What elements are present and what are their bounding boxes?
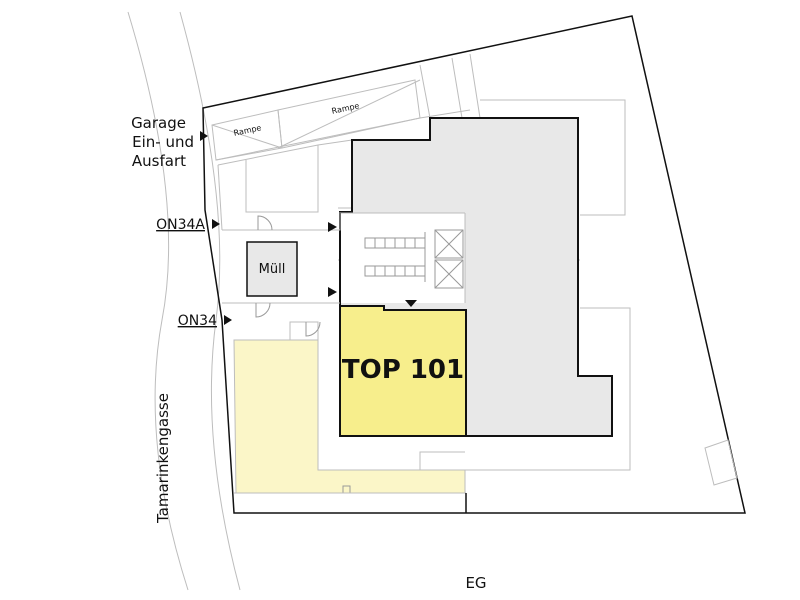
- entrance-label-on34a: ON34A: [156, 217, 205, 233]
- entrance-hall: [222, 212, 341, 231]
- garage-divider-3: [469, 53, 481, 119]
- garage-label-line-3: Ausfart: [132, 152, 186, 170]
- on34a-arrow: [212, 219, 220, 229]
- terrace-edge: [318, 451, 465, 471]
- door-swing-bottom: [255, 302, 271, 318]
- garage-edge: [217, 164, 223, 231]
- on34-arrow: [224, 315, 232, 325]
- hall-arrow-top: [328, 222, 337, 232]
- ramp-left-label: Rampe: [233, 123, 262, 138]
- unit-top-101: [339, 305, 467, 437]
- garage-label-line-1: Garage: [131, 114, 186, 132]
- stairs: [364, 232, 426, 282]
- lower-level-outline-2: [465, 307, 631, 471]
- hall-arrow-bottom: [328, 287, 337, 297]
- floor-label: EG: [465, 574, 486, 592]
- muell-room: [246, 241, 298, 297]
- door-swing-top: [257, 215, 273, 231]
- garage-divider-2: [451, 57, 463, 119]
- ramp-left-diagonal: [211, 124, 283, 149]
- ramp-right-diagonal: [277, 79, 421, 149]
- elevator: [434, 229, 464, 289]
- muell-label: Müll: [259, 262, 286, 277]
- garage-label-line-2: Ein- und: [132, 133, 194, 151]
- garden-door: [305, 321, 321, 337]
- entrance-label-on34: ON34: [178, 313, 217, 329]
- ramp-wall: [215, 109, 471, 161]
- garage-bay: [245, 145, 319, 213]
- street-label: Tamarinkengasse: [154, 393, 172, 524]
- garage-arrow: [200, 131, 208, 141]
- street-edge-inner: [179, 11, 241, 591]
- unit-label: TOP 101: [342, 355, 464, 385]
- plot-outline: [202, 15, 746, 514]
- lower-level-outline: [480, 99, 626, 216]
- ramp-right-label: Rampe: [331, 101, 360, 116]
- garden-inner-wall: [289, 321, 319, 340]
- street-edge-outer: [127, 11, 189, 591]
- garage-outline: [217, 139, 353, 166]
- unit-entrance-arrow: [405, 300, 417, 307]
- garage-divider-1: [419, 64, 431, 119]
- corner-structure: [704, 439, 738, 486]
